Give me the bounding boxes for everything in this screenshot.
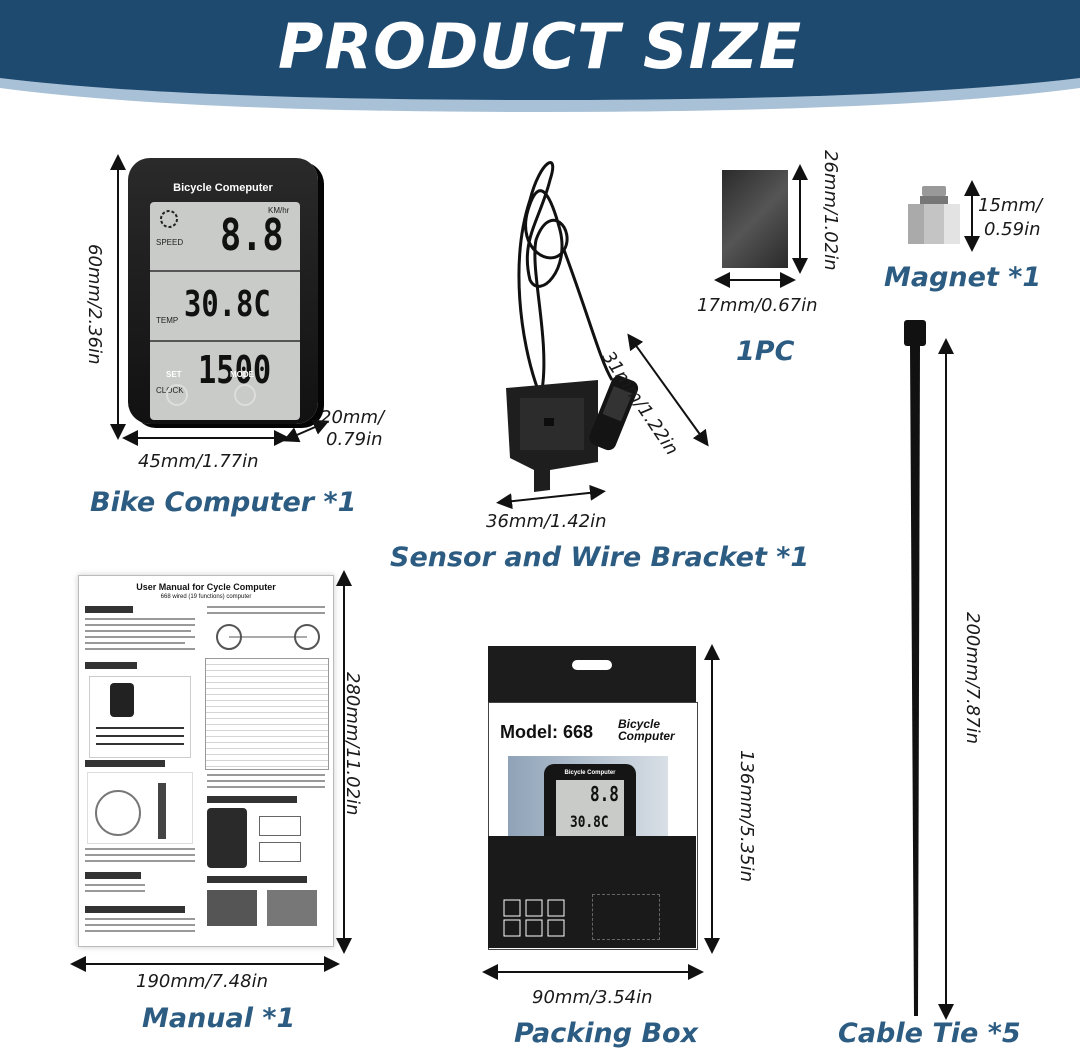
speed-label: SPEED <box>156 238 184 247</box>
bike-computer-width-dim: 45mm/1.77in <box>138 451 259 472</box>
manual-device-figure <box>207 808 247 868</box>
manual-title: User Manual for Cycle Computer <box>136 582 276 592</box>
manual-text-line <box>85 884 145 886</box>
manual-text-line <box>85 648 195 650</box>
manual-dimension-lines <box>70 570 352 972</box>
clock-value: 1500 <box>198 348 272 392</box>
box-lower-panel <box>488 836 696 948</box>
manual-text-line <box>207 606 325 608</box>
manual-text-line <box>85 624 195 626</box>
pad-label: 1PC <box>736 336 795 367</box>
manual-diagram-box <box>259 842 301 862</box>
manual-section-head <box>85 872 141 879</box>
manual-text-line <box>207 612 325 614</box>
manual-text-line <box>207 780 325 782</box>
manual-text-line <box>85 918 195 920</box>
manual-width-dim: 190mm/7.48in <box>136 971 268 992</box>
sensor-label: Sensor and Wire Bracket *1 <box>390 542 810 573</box>
box-window <box>592 894 660 940</box>
bike-computer-device: Bicycle Comeputer SPEED KM/hr 8.8 TEMP 3… <box>128 158 318 424</box>
box-height-dim: 136mm/5.35in <box>736 750 757 882</box>
header-background <box>0 0 1080 112</box>
lcd-screen: SPEED KM/hr 8.8 TEMP 30.8C CLOCK 1500 <box>150 202 300 420</box>
mode-label: MODE <box>230 370 254 379</box>
cable-tie-label: Cable Tie *5 <box>838 1018 1021 1049</box>
box-label: Packing Box <box>514 1018 698 1049</box>
temp-value: 30.8C <box>184 284 271 325</box>
bike-computer-depth-dim-2: 0.79in <box>326 429 383 450</box>
manual-text-line <box>85 924 195 926</box>
pad-height-dim: 26mm/1.02in <box>820 150 841 271</box>
lcd-temp-row: TEMP 30.8C <box>150 272 300 342</box>
device-title: Bicycle Comeputer <box>173 182 273 194</box>
speed-unit: KM/hr <box>268 206 290 215</box>
pad-dimension-lines <box>714 164 808 288</box>
rubber-pad-image <box>722 170 788 268</box>
bike-computer-dimension-lines <box>110 154 330 446</box>
manual-text-line <box>85 854 195 856</box>
manual-height-dim: 280mm/11.02in <box>342 672 363 816</box>
header-banner: PRODUCT SIZE <box>0 0 1080 122</box>
bike-computer-height-dim: 60mm/2.36in <box>84 244 105 365</box>
manual-text-line <box>207 774 325 776</box>
user-manual-image: User Manual for Cycle Computer 668 wired… <box>78 575 334 947</box>
pad-width-dim: 17mm/0.67in <box>697 295 818 316</box>
packing-box-image: Model: 668 Bicycle Computer Bicycle Comp… <box>488 646 698 950</box>
manual-section-head <box>85 606 133 613</box>
set-label: SET <box>166 370 182 379</box>
box-hanger-tab <box>488 646 696 702</box>
manual-text-line <box>85 630 191 632</box>
manual-diagram-box <box>259 816 301 836</box>
temp-label: TEMP <box>156 316 179 325</box>
manual-text-line <box>85 636 195 638</box>
magnet-label: Magnet *1 <box>884 262 1042 293</box>
manual-section-head <box>207 796 297 803</box>
manual-section-head <box>85 760 165 767</box>
box-device-title: Bicycle Computer <box>564 770 616 776</box>
manual-text-line <box>85 860 195 862</box>
sensor-width-dim: 36mm/1.42in <box>486 511 607 532</box>
manual-holder-figure <box>267 890 317 926</box>
manual-install-figure <box>87 772 193 844</box>
magnet-dimension-line <box>964 180 980 252</box>
manual-subtitle: 668 wired (19 functions) computer <box>160 594 252 600</box>
box-temp-value: 30.8C <box>570 812 609 831</box>
manual-holder-figure <box>207 890 257 926</box>
manual-accessory-figure <box>89 676 191 758</box>
manual-label: Manual *1 <box>142 1003 296 1034</box>
box-dimension-lines <box>482 644 720 980</box>
manual-text-line <box>85 930 195 932</box>
box-feature-icons <box>502 898 572 938</box>
manual-section-head <box>85 662 137 669</box>
box-brand-text: Bicycle Computer <box>618 717 675 743</box>
speed-value: 8.8 <box>220 210 284 261</box>
box-speed-value: 8.8 <box>590 782 619 806</box>
speed-dial-icon <box>160 210 178 228</box>
magnet-image <box>908 186 960 244</box>
page-title: PRODUCT SIZE <box>277 10 803 83</box>
manual-text-line <box>85 848 195 850</box>
mode-button[interactable] <box>234 384 256 406</box>
box-width-dim: 90mm/3.54in <box>532 987 653 1008</box>
box-model-text: Model: 668 <box>500 722 594 742</box>
manual-wheel-figure <box>213 620 323 654</box>
manual-text-line <box>85 618 195 620</box>
lcd-speed-row: SPEED KM/hr 8.8 <box>150 202 300 272</box>
cable-tie-length-dim: 200mm/7.87in <box>962 612 983 744</box>
sensor-wire-bracket-image <box>496 161 709 510</box>
magnet-dim-1: 15mm/ <box>978 195 1043 216</box>
manual-text-line <box>85 642 185 644</box>
bike-computer-depth-dim-1: 20mm/ <box>320 407 385 428</box>
manual-section-head <box>85 906 185 913</box>
magnet-dim-2: 0.59in <box>984 219 1041 240</box>
manual-text-line <box>207 786 325 788</box>
manual-text-line <box>85 890 145 892</box>
bike-computer-label: Bike Computer *1 <box>90 487 357 518</box>
manual-section-head <box>207 876 307 883</box>
manual-spec-table <box>205 658 329 770</box>
set-button[interactable] <box>166 384 188 406</box>
cable-tie-image <box>904 320 954 1020</box>
